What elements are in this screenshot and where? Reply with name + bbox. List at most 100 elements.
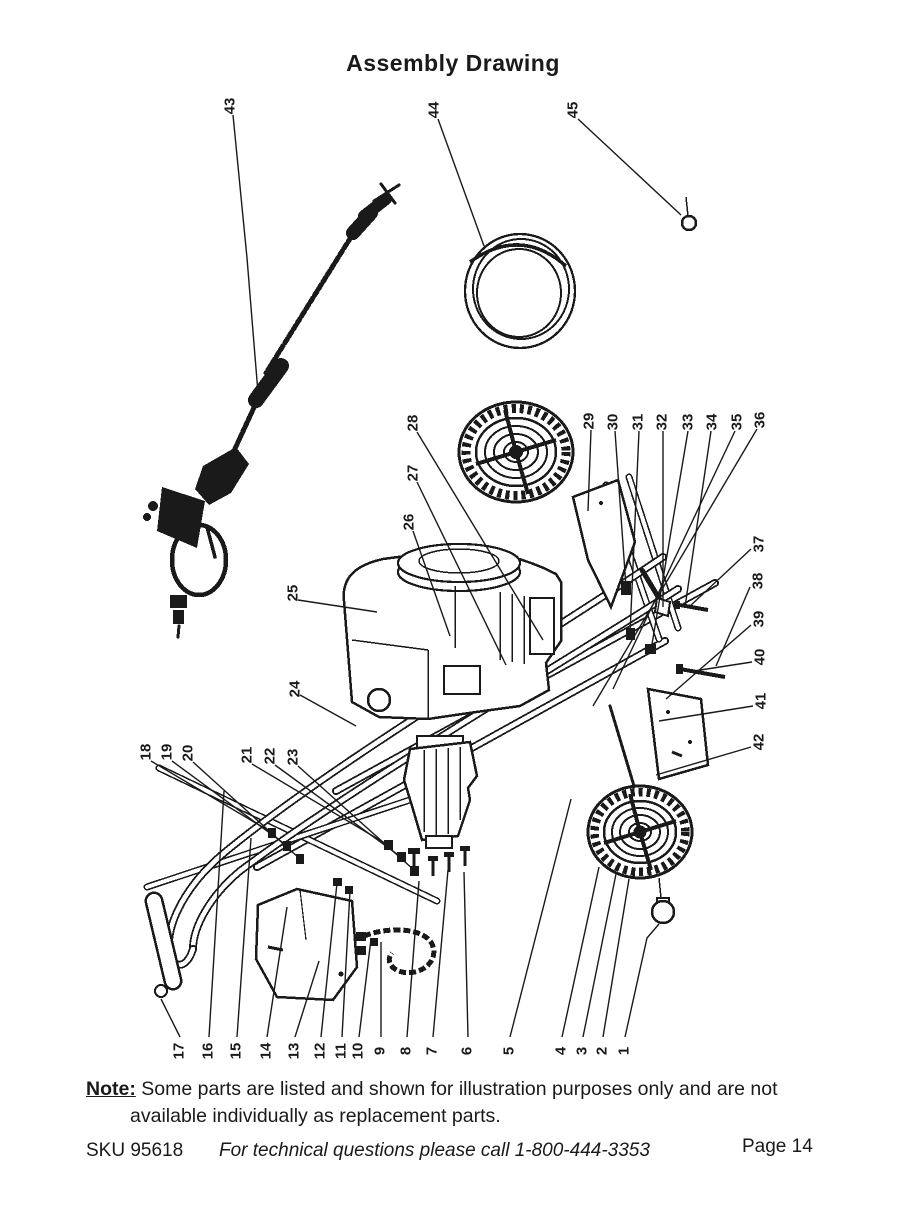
leader-line-25 — [297, 599, 378, 613]
callout-label-29: 29 — [581, 413, 598, 430]
leader-line-34 — [684, 430, 712, 608]
leader-line-12 — [320, 882, 338, 1038]
callout-label-24: 24 — [287, 680, 304, 697]
callout-label-11: 11 — [333, 1043, 350, 1059]
leader-line-40 — [693, 661, 753, 672]
leader-line-30 — [614, 430, 627, 588]
callout-label-1: 1 — [616, 1047, 633, 1055]
callout-label-7: 7 — [424, 1047, 441, 1055]
callout-label-21: 21 — [239, 747, 256, 764]
leader-line-19 — [171, 760, 287, 846]
gun-grip — [157, 487, 205, 548]
callout-label-41: 41 — [753, 693, 770, 710]
callout-label-37: 37 — [751, 536, 768, 553]
retainer-ring-drawing — [680, 196, 698, 232]
leader-line-3 — [582, 873, 617, 1038]
leader-line-7 — [432, 869, 449, 1038]
callout-label-16: 16 — [200, 1043, 217, 1060]
pump-drawing — [402, 735, 479, 876]
leader-line-1 — [624, 923, 660, 1038]
leader-line-36 — [592, 428, 758, 707]
leader-line-5 — [509, 798, 572, 1038]
callout-label-8: 8 — [398, 1047, 415, 1055]
callout-label-42: 42 — [751, 734, 768, 751]
leader-line-23 — [297, 765, 415, 871]
callout-label-15: 15 — [228, 1043, 245, 1060]
engine-drawing — [342, 542, 563, 721]
callout-label-14: 14 — [258, 1042, 275, 1059]
callout-label-5: 5 — [501, 1047, 518, 1055]
leader-line-37 — [688, 548, 752, 608]
leader-line-16 — [208, 790, 225, 1038]
leader-line-29 — [587, 429, 592, 512]
spray-gun-wand-drawing — [143, 182, 401, 639]
leader-line-8 — [406, 880, 420, 1038]
grip-tube-drawing — [144, 891, 183, 998]
callout-label-4: 4 — [553, 1046, 570, 1055]
long-bolt — [679, 667, 726, 679]
leader-line-26 — [412, 530, 451, 637]
callout-label-27: 27 — [405, 465, 422, 482]
callout-label-44: 44 — [426, 101, 443, 118]
sku-label: SKU 95618 — [86, 1140, 184, 1161]
callout-label-43: 43 — [222, 98, 239, 115]
page-title: Assembly Drawing — [346, 50, 560, 76]
leader-line-14 — [266, 906, 288, 1038]
callout-label-13: 13 — [286, 1043, 303, 1060]
note-text-line1: Some parts are listed and shown for illu… — [141, 1078, 778, 1100]
hubcap-drawing — [650, 877, 676, 925]
support-phone-line: For technical questions please call 1-80… — [219, 1140, 650, 1161]
callout-label-28: 28 — [405, 415, 422, 432]
callout-label-40: 40 — [752, 649, 769, 666]
leader-line-11 — [341, 890, 351, 1038]
leader-line-42 — [655, 746, 752, 776]
leader-line-33 — [650, 430, 689, 651]
trigger — [205, 525, 217, 559]
mounting-plate-drawing — [571, 478, 637, 611]
callout-label-32: 32 — [654, 414, 671, 431]
callout-label-19: 19 — [159, 744, 176, 761]
leader-line-38 — [715, 586, 751, 667]
callout-label-9: 9 — [372, 1047, 389, 1055]
trigger-guard — [169, 522, 229, 598]
callout-label-39: 39 — [751, 611, 768, 628]
leader-line-28 — [416, 431, 544, 641]
hose-ring-drawing — [463, 232, 577, 350]
callout-label-10: 10 — [350, 1043, 367, 1060]
page-number: Page 14 — [742, 1136, 813, 1157]
callout-label-22: 22 — [262, 748, 279, 765]
leader-line-24 — [299, 694, 357, 727]
leader-line-20 — [192, 761, 300, 859]
note-text-line2: available individually as replacement pa… — [130, 1105, 501, 1127]
pump-bolts — [408, 846, 470, 876]
leader-line-13 — [294, 960, 320, 1038]
leader-line-27 — [416, 481, 507, 666]
callout-label-17: 17 — [171, 1043, 188, 1060]
leader-line-18 — [150, 760, 272, 833]
callout-label-30: 30 — [605, 414, 622, 431]
callout-label-33: 33 — [680, 414, 697, 431]
side-panel-drawing — [254, 887, 359, 1002]
rear-wheel-drawing — [586, 784, 694, 925]
callout-label-36: 36 — [752, 412, 769, 429]
callout-label-35: 35 — [729, 414, 746, 431]
callout-label-2: 2 — [594, 1047, 611, 1055]
callout-label-38: 38 — [750, 573, 767, 590]
leader-line-35 — [612, 430, 736, 690]
callout-label-18: 18 — [138, 744, 155, 761]
note-block: Note: Some parts are listed and shown fo… — [86, 1076, 846, 1130]
hose-hook-drawing — [356, 927, 437, 976]
belt-guard-drawing — [646, 664, 726, 781]
leader-line-45 — [577, 118, 682, 216]
callout-label-20: 20 — [180, 745, 197, 762]
note-label: Note: — [86, 1078, 136, 1100]
leader-line-43 — [232, 114, 259, 394]
callout-label-6: 6 — [459, 1047, 476, 1055]
leader-line-39 — [665, 624, 752, 700]
leader-line-44 — [437, 118, 485, 247]
callout-label-23: 23 — [285, 749, 302, 766]
callout-label-12: 12 — [312, 1043, 329, 1060]
